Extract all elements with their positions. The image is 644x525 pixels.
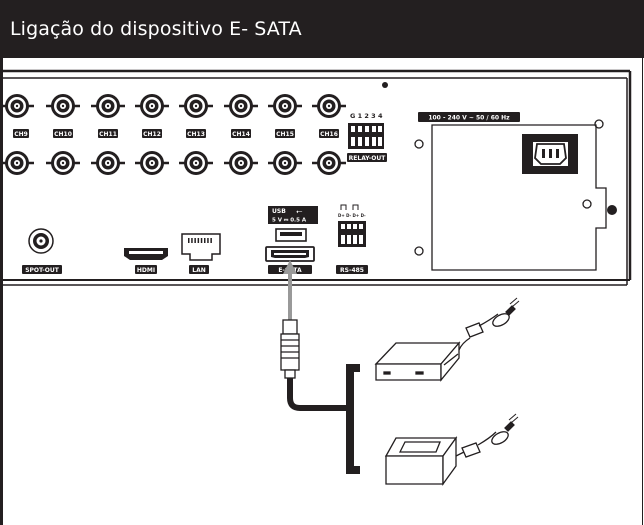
power-rating-label: 100 - 240 V ~ 50 / 60 Hz	[428, 115, 510, 122]
spot-out-label: SPOT-OUT	[25, 267, 59, 274]
bnc-row-top	[0, 94, 346, 118]
bnc-connector-top-2	[46, 94, 80, 118]
bnc-connector-top-8	[312, 94, 346, 118]
channel-label-bg	[275, 129, 295, 138]
channel-label-ch13: CH13	[187, 131, 205, 138]
channel-label-bg	[319, 129, 339, 138]
external-drive-2	[384, 435, 458, 487]
power-adapter-1	[458, 297, 520, 351]
bnc-connector-bottom-3	[91, 151, 125, 175]
channel-label-bg	[98, 129, 118, 138]
bnc-connector-top-3	[91, 94, 125, 118]
usb-rating-label: 5 V ⎓ 0.5 A	[272, 218, 307, 224]
hdmi-port: HDMI	[124, 248, 168, 274]
ac-power-inlet	[522, 134, 578, 174]
bnc-connector-bottom-6	[224, 151, 258, 175]
relay-pin-labels: G 1 2 3 4	[350, 112, 383, 120]
bnc-connector-bottom-7	[268, 151, 302, 175]
lan-port: LAN	[181, 233, 221, 274]
channel-label-bg	[53, 129, 73, 138]
rs485-label: RS-485	[340, 267, 364, 274]
page-title: Ligação do dispositivo E- SATA	[10, 18, 302, 40]
bnc-connector-top-7	[268, 94, 302, 118]
channel-label-ch9: CH9	[14, 131, 28, 138]
rs485-port: D+ D- D+ D- RS-485	[336, 204, 368, 274]
bnc-connector-top-4	[135, 94, 169, 118]
channel-label-ch10: CH10	[54, 131, 72, 138]
channel-label-ch14: CH14	[232, 131, 250, 138]
relay-out-port: G 1 2 3 4 RELAY-OUT	[347, 112, 387, 162]
channel-label-ch15: CH15	[276, 131, 294, 138]
channel-label-bg	[186, 129, 206, 138]
channel-label-ch12: CH12	[143, 131, 161, 138]
dvr-rear-panel	[3, 69, 632, 286]
power-module: 100 - 240 V ~ 50 / 60 Hz	[414, 112, 607, 271]
channel-labels: CH9 CH10 CH11 CH12 CH13 CH14 CH15 CH16	[13, 129, 339, 138]
bnc-connector-top-5	[179, 94, 213, 118]
title-bar: Ligação do dispositivo E- SATA	[0, 0, 644, 58]
usb-label: USB	[272, 208, 286, 215]
bnc-connector-bottom-2	[46, 151, 80, 175]
spot-out-port: SPOT-OUT	[22, 228, 62, 274]
esata-cable-plug	[280, 319, 300, 379]
connection-diagram: CH9 CH10 CH11 CH12 CH13 CH14 CH15 CH16 G 1 2 3 …	[0, 69, 632, 487]
usb-port: USB 5 V ⎓ 0.5 A ⭠	[268, 206, 318, 242]
bnc-connector-bottom-4	[135, 151, 169, 175]
usb-icon: ⭠	[296, 207, 303, 216]
rs485-pin-labels: D+ D- D+ D-	[338, 213, 366, 218]
bnc-connector-top-1	[0, 94, 34, 118]
hdmi-label: HDMI	[137, 267, 155, 274]
lan-label: LAN	[192, 267, 206, 274]
power-adapter-2	[455, 413, 519, 458]
channel-label-bg	[231, 129, 251, 138]
bnc-connector-top-6	[224, 94, 258, 118]
channel-label-ch16: CH16	[320, 131, 338, 138]
channel-label-ch11: CH11	[99, 131, 117, 138]
external-drive-1	[374, 341, 461, 382]
connection-arrow	[283, 260, 297, 328]
bnc-connector-bottom-1	[0, 151, 34, 175]
content-frame	[0, 58, 643, 525]
bnc-row-bottom	[0, 151, 346, 175]
esata-cable	[287, 364, 360, 474]
bnc-connector-bottom-5	[179, 151, 213, 175]
relay-out-label: RELAY-OUT	[349, 155, 387, 162]
bnc-connector-bottom-8	[312, 151, 346, 175]
channel-label-bg	[13, 129, 29, 138]
channel-label-bg	[142, 129, 162, 138]
